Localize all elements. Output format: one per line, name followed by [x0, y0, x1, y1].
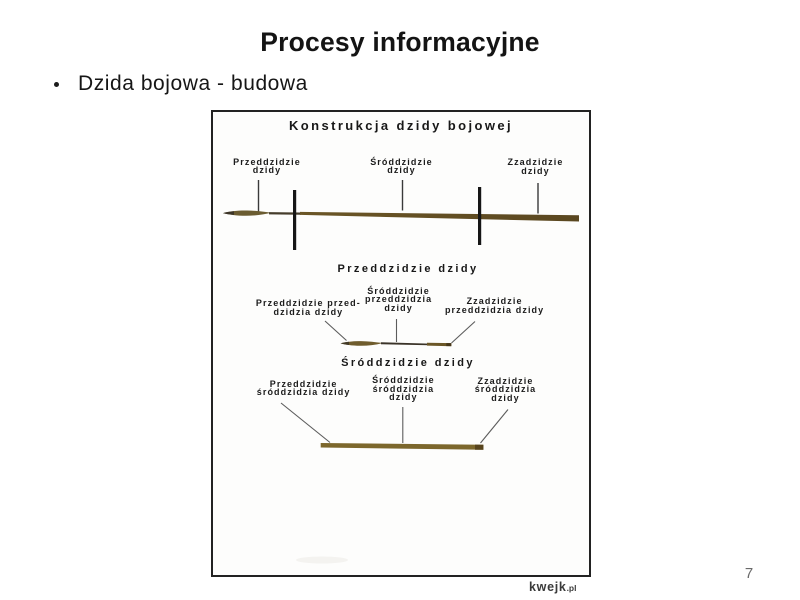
spear-shaft: [300, 211, 579, 222]
label-sroddzidzie-sroddzidzia: Śróddzidzie śróddzidzia dzidy: [372, 375, 435, 403]
watermark-kwejk: kwejk.pl: [529, 578, 576, 596]
bullet-icon: [54, 81, 59, 87]
label-sroddzidzie-dzidy: Śróddzidzie dzidy: [370, 156, 433, 175]
small-spear-head: [340, 341, 383, 346]
page-number: 7: [744, 565, 754, 582]
small-spear-butt-end: [446, 343, 452, 347]
section2-heading: Przeddzidzie dzidy: [337, 262, 479, 275]
label-zzadzidzie-sroddzidzia: Zzadzidzie śróddzidzia dzidy: [474, 375, 537, 403]
connector-line-s2-left: [324, 320, 347, 341]
spear-neck: [269, 212, 301, 215]
connector-line-s3-right: [480, 409, 509, 444]
spear-diagram: [223, 180, 579, 564]
meme-image-frame: Konstrukcja dzidy bojowej Przeddzidzie d…: [211, 110, 591, 577]
meme-image: Konstrukcja dzidy bojowej Przeddzidzie d…: [213, 112, 589, 575]
label-przeddzidzie-sroddzidzia: Przeddzidzie śróddzidzia dzidy: [256, 378, 351, 398]
divider-bar-1: [293, 190, 297, 250]
label-zzadzidzie-dzidy: Zzadzidzie dzidy: [507, 157, 564, 176]
spear-head: [223, 210, 271, 216]
bullet-text: Dzida bojowa - budowa: [78, 71, 308, 95]
spear-head-tip: [223, 211, 234, 215]
watermark-tld: .pl: [566, 582, 577, 593]
small-spear-tip: [340, 341, 349, 345]
label-sroddzidzie-przeddzidzia: Śróddzidzie przeddzidzia dzidy: [364, 286, 433, 313]
connector-line-s3-left: [280, 402, 331, 443]
small-spear-neck: [381, 342, 429, 346]
smudge: [296, 556, 348, 564]
stick: [320, 443, 484, 450]
stick-end: [475, 444, 484, 450]
section3-heading: Śróddzidzie dzidy: [341, 356, 475, 369]
connector-line-s2-right: [451, 321, 476, 344]
small-spear-butt: [427, 342, 452, 347]
label-zzadzidzie-przeddzidzia: Zzadzidzie przeddzidzia dzidy: [444, 296, 545, 315]
slide-title: Procesy informacyjne: [260, 26, 540, 57]
watermark-name: kwejk: [529, 579, 567, 594]
divider-bar-2: [478, 187, 482, 245]
label-przeddzidzie-dzidy: Przeddzidzie dzidy: [233, 157, 301, 176]
meme-title: Konstrukcja dzidy bojowej: [289, 118, 513, 133]
label-przeddzidzie-przeddzidzia: Przeddzidzie przed- dzidzia dzidy: [255, 298, 361, 317]
